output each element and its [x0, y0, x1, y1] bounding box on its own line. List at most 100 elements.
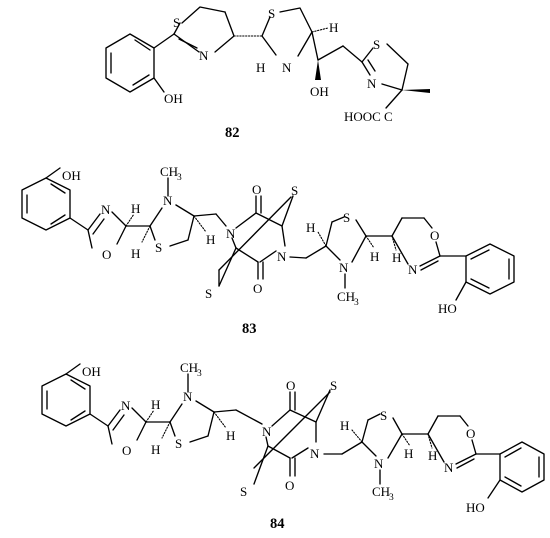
- oxazoline-n-right: N: [444, 460, 454, 475]
- bond: [392, 417, 403, 435]
- h-4: H: [340, 418, 349, 433]
- hashed-bond: [193, 215, 207, 233]
- ch3-right: CH: [337, 289, 355, 304]
- bond: [207, 411, 215, 437]
- bond: [231, 237, 237, 249]
- bond: [386, 43, 409, 65]
- ring3-s: S: [373, 37, 380, 52]
- aromatic-double-bond: [50, 214, 66, 225]
- oxazoline-n-left: N: [121, 398, 131, 413]
- ch3-left-sub: 3: [177, 173, 182, 183]
- aromatic-double-bond: [504, 447, 522, 458]
- h-3: H: [226, 428, 235, 443]
- thiazolidine-s: S: [268, 6, 275, 21]
- bond: [259, 250, 277, 263]
- bond: [297, 31, 313, 57]
- hashed-bond: [125, 213, 135, 227]
- aromatic-double-bond: [70, 379, 86, 390]
- bond: [361, 441, 377, 457]
- bond: [187, 215, 195, 241]
- imine-double-bond: [419, 255, 441, 267]
- thiazolidine-s-left: S: [175, 436, 182, 451]
- hashed-bond: [213, 411, 227, 429]
- imine-double-bond: [367, 59, 376, 72]
- thiazolidine-ring: [261, 16, 271, 37]
- h-1: H: [151, 397, 160, 412]
- compound-label: 84: [270, 516, 285, 532]
- bond: [45, 167, 61, 179]
- bond: [65, 363, 81, 375]
- bond: [169, 239, 189, 247]
- bond: [289, 256, 307, 259]
- carboxylic-acid: HOOC: [344, 109, 381, 124]
- bond: [153, 77, 165, 93]
- h-2: H: [131, 246, 140, 261]
- hashed-bond: [145, 409, 155, 423]
- hashed-bond: [365, 235, 375, 249]
- ring3-n: N: [367, 76, 377, 91]
- imine-double-bond: [112, 414, 125, 431]
- thiazoline-ring: [181, 6, 226, 24]
- bond: [175, 204, 195, 217]
- imine-double-bond: [455, 453, 477, 465]
- compound-82: OH S N S N H H OH S: [105, 6, 430, 141]
- bond: [351, 235, 367, 263]
- ch3-left: CH: [160, 164, 178, 179]
- h-1: H: [131, 201, 140, 216]
- bond: [331, 216, 345, 223]
- bond: [267, 445, 291, 459]
- bond: [391, 217, 403, 237]
- carboxylic-acid-c: C: [384, 109, 393, 124]
- bond: [87, 229, 93, 249]
- disulfide-bridge-bond: [253, 391, 331, 469]
- bond: [317, 45, 344, 61]
- hydroxyl-oh: OH: [310, 84, 329, 99]
- disulfide-bridge-bond: [281, 195, 294, 227]
- bond: [487, 479, 501, 499]
- h-4: H: [306, 220, 315, 235]
- compound-label: 82: [225, 125, 240, 141]
- phenol-oh-left: OH: [62, 168, 81, 183]
- dkp-o-bottom: O: [285, 478, 294, 493]
- bond: [427, 433, 445, 463]
- phenol-oh: OH: [164, 91, 183, 106]
- bond: [423, 217, 433, 229]
- aromatic-double-bond: [132, 74, 150, 86]
- bond: [89, 413, 109, 427]
- dkp-n-left: N: [262, 424, 272, 439]
- bond: [325, 221, 333, 247]
- benzene-ring-left: [41, 373, 91, 427]
- h-5: H: [404, 446, 413, 461]
- imine-double-bond: [87, 213, 101, 231]
- bridge-s-top: S: [291, 183, 298, 198]
- aromatic-double-bond: [134, 39, 151, 51]
- h-3: H: [206, 232, 215, 247]
- bond: [235, 212, 257, 229]
- thiazolidine-n: N: [282, 60, 292, 75]
- bond: [213, 409, 237, 413]
- disulfide-bridge-bond: [315, 389, 331, 423]
- n-methyl-right: N: [374, 456, 384, 471]
- aromatic-double-bond: [70, 410, 86, 421]
- aromatic-double-bond: [50, 183, 66, 194]
- thiazolidine-s-left: S: [155, 240, 162, 255]
- n-methyl-right: N: [339, 260, 349, 275]
- bond: [107, 425, 113, 445]
- bond: [265, 436, 269, 447]
- thiazolidine-nh: H: [256, 60, 265, 75]
- bond: [235, 247, 259, 263]
- bond: [291, 447, 309, 459]
- n-methyl-left: N: [163, 193, 173, 208]
- bond: [261, 35, 277, 56]
- dkp-n-right: N: [277, 249, 287, 264]
- bond: [305, 245, 327, 259]
- imine-double-bond: [420, 260, 439, 271]
- methyl-wedge: [402, 89, 430, 93]
- bond: [136, 421, 147, 441]
- aromatic-double-bond: [470, 249, 490, 260]
- hashed-bond: [401, 433, 411, 447]
- h-6: H: [392, 250, 401, 265]
- bond: [459, 415, 469, 427]
- phenol-oh-right: HO: [466, 500, 485, 515]
- h-6: H: [428, 448, 437, 463]
